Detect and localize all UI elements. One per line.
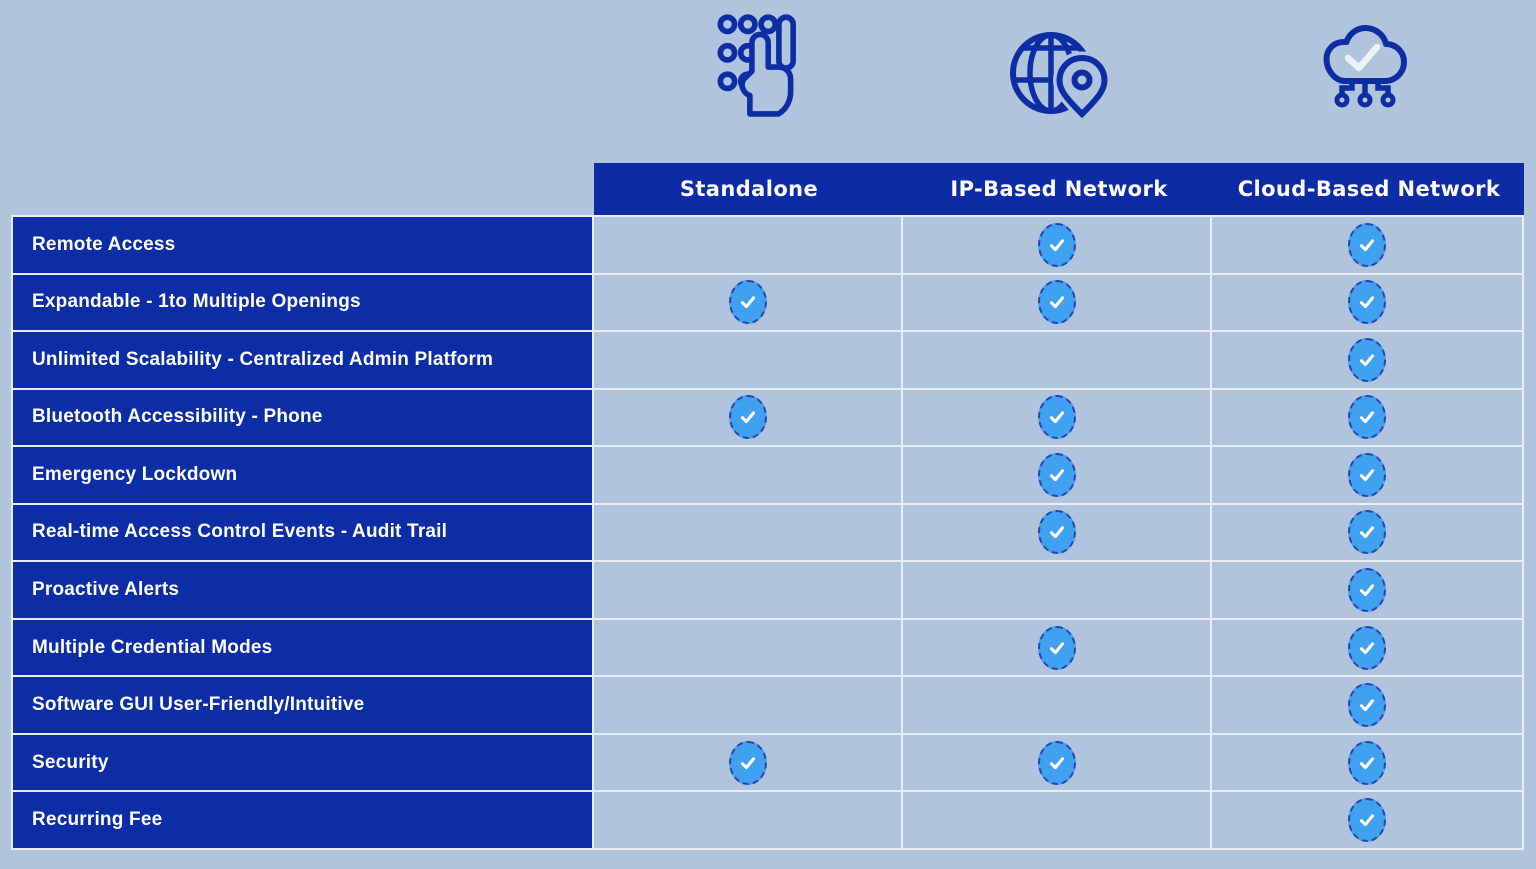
feature-row-label: Unlimited Scalability - Centralized Admi…	[13, 332, 592, 388]
feature-cell-cloud-based	[1212, 562, 1522, 618]
feature-cell-cloud-based	[1212, 274, 1522, 331]
column-header-standalone: Standalone	[679, 177, 819, 201]
feature-cell-standalone	[594, 619, 901, 676]
feature-cell-ip-based	[903, 504, 1210, 561]
feature-row-label: Emergency Lockdown	[13, 447, 592, 503]
feature-cell-standalone	[594, 504, 901, 561]
feature-cell-ip-based	[903, 792, 1210, 848]
feature-cell-standalone	[594, 332, 901, 388]
column-header-ip-based: IP-Based Network	[950, 177, 1168, 201]
check-icon	[728, 280, 767, 325]
feature-comparison-table: Remote Access Expandable - 1to Multiple …	[11, 215, 1524, 850]
feature-row-label: Software GUI User-Friendly/Intuitive	[13, 677, 592, 733]
feature-cell-cloud-based	[1212, 332, 1522, 388]
feature-row-label: Expandable - 1to Multiple Openings	[13, 274, 592, 331]
feature-cell-ip-based	[903, 734, 1210, 791]
column-header-cloud-based: Cloud-Based Network	[1237, 177, 1501, 201]
check-icon	[1348, 568, 1386, 613]
cloud-check-network-icon	[1314, 22, 1414, 114]
feature-cell-cloud-based	[1212, 504, 1522, 561]
feature-row-label: Security	[13, 734, 592, 791]
check-icon	[728, 395, 767, 440]
feature-cell-cloud-based	[1212, 677, 1522, 733]
feature-cell-ip-based	[903, 217, 1210, 273]
feature-cell-cloud-based	[1212, 792, 1522, 848]
feature-cell-standalone	[594, 734, 901, 791]
check-icon	[1037, 222, 1076, 267]
feature-cell-standalone	[594, 389, 901, 446]
feature-cell-standalone	[594, 792, 901, 848]
feature-cell-ip-based	[903, 332, 1210, 388]
check-icon	[1037, 452, 1076, 497]
feature-cell-standalone	[594, 677, 901, 733]
feature-row-label: Remote Access	[13, 217, 592, 273]
feature-row-label: Multiple Credential Modes	[13, 619, 592, 676]
check-icon	[1037, 625, 1076, 670]
feature-row-label: Bluetooth Accessibility - Phone	[13, 389, 592, 446]
feature-cell-ip-based	[903, 562, 1210, 618]
globe-location-pin-icon	[1008, 22, 1108, 122]
feature-cell-ip-based	[903, 447, 1210, 503]
check-icon	[1037, 280, 1076, 325]
check-icon	[1037, 510, 1076, 555]
feature-cell-cloud-based	[1212, 734, 1522, 791]
column-header-bar: Standalone IP-Based Network Cloud-Based …	[594, 163, 1524, 215]
check-icon	[1037, 740, 1076, 785]
feature-cell-cloud-based	[1212, 217, 1522, 273]
feature-row-label: Real-time Access Control Events - Audit …	[13, 504, 592, 561]
check-icon	[1348, 798, 1386, 843]
feature-cell-ip-based	[903, 274, 1210, 331]
check-icon	[1348, 452, 1386, 497]
feature-row-label: Proactive Alerts	[13, 562, 592, 618]
check-icon	[1348, 510, 1386, 555]
check-icon	[1348, 337, 1386, 382]
check-icon	[1348, 280, 1386, 325]
feature-cell-standalone	[594, 447, 901, 503]
feature-cell-standalone	[594, 274, 901, 331]
check-icon	[1348, 740, 1386, 785]
keypad-hand-icon	[711, 8, 803, 118]
feature-cell-ip-based	[903, 389, 1210, 446]
feature-cell-cloud-based	[1212, 447, 1522, 503]
feature-cell-ip-based	[903, 677, 1210, 733]
check-icon	[1348, 683, 1386, 728]
check-icon	[1348, 222, 1386, 267]
feature-cell-ip-based	[903, 619, 1210, 676]
check-icon	[1037, 395, 1076, 440]
check-icon	[1348, 395, 1386, 440]
feature-cell-cloud-based	[1212, 389, 1522, 446]
check-icon	[1348, 625, 1386, 670]
check-icon	[728, 740, 767, 785]
feature-cell-standalone	[594, 562, 901, 618]
feature-cell-cloud-based	[1212, 619, 1522, 676]
feature-row-label: Recurring Fee	[13, 792, 592, 848]
feature-cell-standalone	[594, 217, 901, 273]
